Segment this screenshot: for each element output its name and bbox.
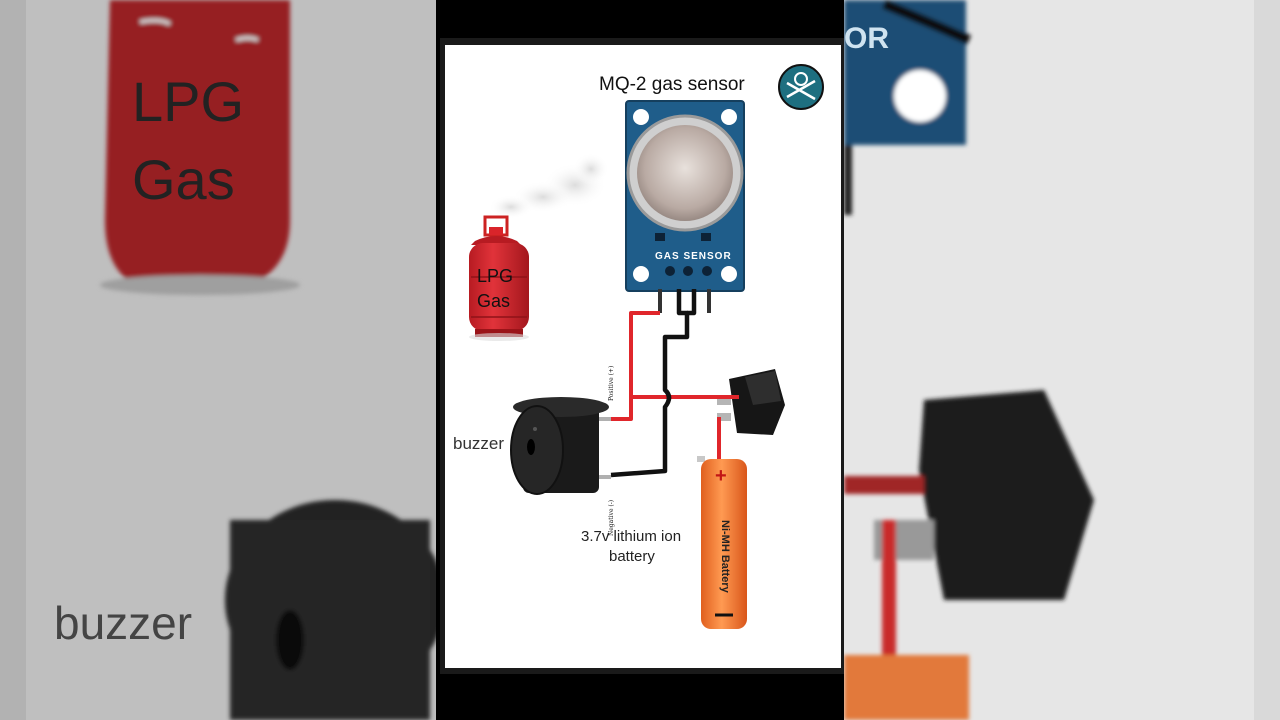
- black-wires: [610, 289, 697, 478]
- background-right-edge: [1254, 0, 1280, 720]
- lpg-cylinder-icon: [469, 215, 529, 341]
- background-switch-shape: [919, 390, 1094, 600]
- background-sensor-board: [844, 0, 966, 145]
- buzzer-label: buzzer: [453, 434, 505, 453]
- background-right-panel: OR: [844, 0, 1280, 720]
- red-wires: [611, 311, 739, 459]
- background-left-edge: [0, 0, 26, 720]
- rocker-switch-icon: [717, 369, 785, 435]
- sensor-pins: [658, 289, 711, 313]
- background-lpg-text-2: Gas: [132, 148, 235, 211]
- mq2-sensor-board: [625, 100, 745, 292]
- background-lpg-text-1: LPG: [132, 70, 245, 133]
- battery-brand-text: Ni-MH Battery: [719, 520, 731, 593]
- channel-logo-icon: [778, 64, 824, 110]
- gas-smoke-icon: [489, 153, 609, 219]
- cylinder-text-gas: Gas: [477, 291, 511, 311]
- battery-label-line-1: 3.7v lithium ion: [581, 528, 682, 545]
- sensor-board-text: GAS SENSOR: [655, 251, 732, 262]
- sensor-title: MQ-2 gas sensor: [599, 74, 745, 95]
- background-cylinder-shadow: [100, 275, 300, 295]
- background-right-art: [844, 0, 1094, 720]
- diagram-card: MQ-2 gas sensor GAS SENSOR LPG Gas buzze…: [445, 45, 841, 668]
- cylinder-text-lpg: LPG: [477, 266, 514, 286]
- circuit-diagram: [469, 64, 824, 629]
- background-cylinder-shape: [105, 0, 290, 290]
- background-left-art: [100, 0, 436, 720]
- battery-plus-sign: +: [715, 465, 727, 487]
- buzzer-positive-label: Positive (+): [608, 365, 615, 401]
- battery-icon: [697, 456, 747, 629]
- buzzer-icon: [510, 397, 611, 495]
- background-sensor-text: OR: [844, 22, 889, 55]
- background-left-panel: LPG Gas buzzer: [0, 0, 436, 720]
- background-buzzer-text: buzzer: [54, 597, 193, 649]
- battery-label-line-2: battery: [609, 548, 655, 565]
